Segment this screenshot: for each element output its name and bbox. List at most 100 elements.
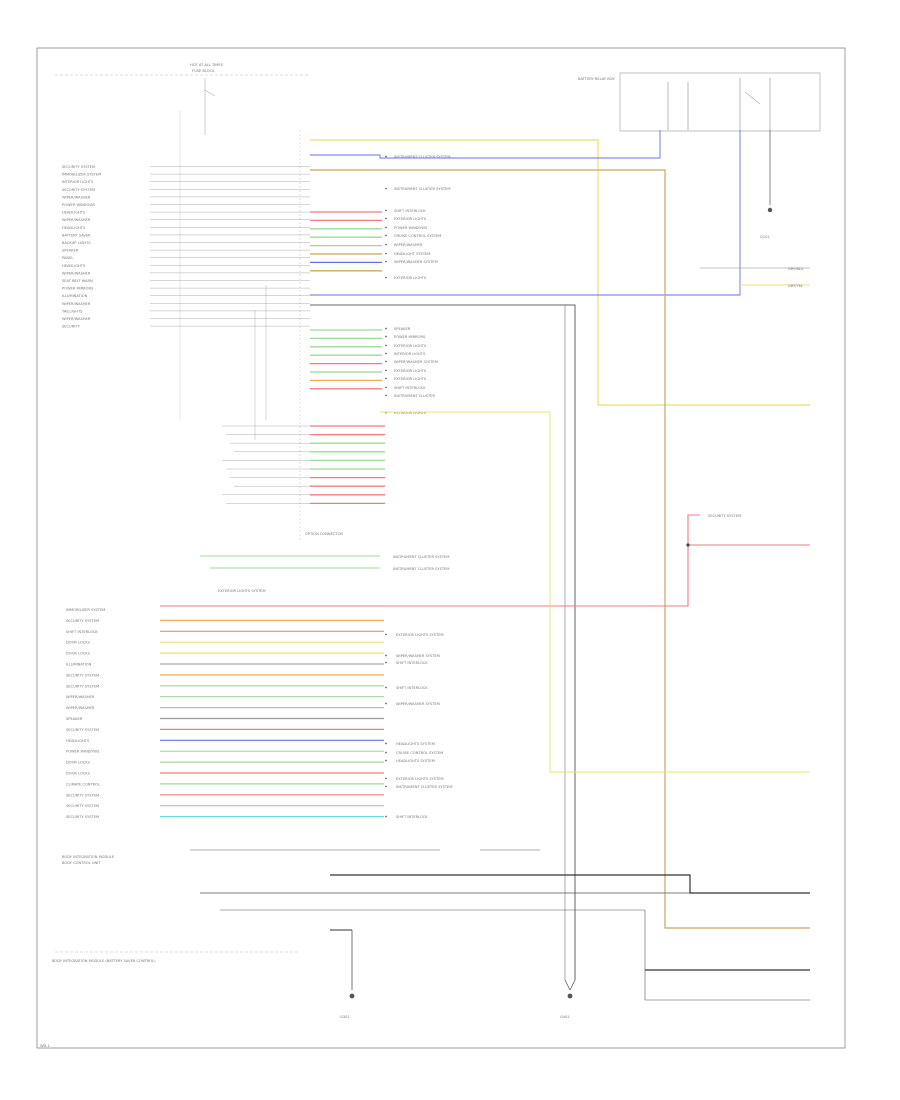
connector-dot xyxy=(385,654,387,657)
connector-dot xyxy=(385,394,387,397)
connector-dot xyxy=(385,360,387,363)
upper-left-label: WIPER/WASHER xyxy=(62,302,91,306)
connector-dot xyxy=(385,759,387,762)
lower-left-label: DOOR LOCKS xyxy=(66,761,91,765)
connector-dot xyxy=(385,742,387,745)
footer-note: BODY INTEGRATION MODULE (BATTERY SAVER C… xyxy=(52,959,156,963)
connector-dot xyxy=(385,785,387,788)
lower-left-label: DOOR LOCKS xyxy=(66,652,91,656)
lower-right-label: HEADLIGHTS SYSTEM xyxy=(396,759,435,763)
connector-dot xyxy=(385,327,387,330)
upper-left-label: SEAT BELT WARN xyxy=(62,279,93,283)
upper-left-label: SPEAKER xyxy=(62,249,79,253)
lower-left-label: WIPER/WASHER xyxy=(66,695,95,699)
upper-right-label: WIPER/WASHER SYSTEM xyxy=(394,260,438,264)
upper-left-label: HEADLIGHTS xyxy=(62,264,86,268)
lower-right-label: SHIFT INTERLOCK xyxy=(396,686,428,690)
wire-group xyxy=(150,155,387,818)
upper-left-label: POWER MIRRORS xyxy=(62,287,94,291)
upper-right-label: EXTERIOR LIGHTS xyxy=(394,217,427,221)
lower-right-labels: EXTERIOR LIGHTS SYSTEM WIPER/WASHER SYSTE… xyxy=(396,633,452,819)
hot-at-all-times-label: HOT AT ALL TIMES xyxy=(190,63,224,67)
lower-left-label: SECURITY SYSTEM xyxy=(66,619,99,623)
upper-right-label: POWER MIRRORS xyxy=(394,335,426,339)
fuse-block-label: FUSE BLOCK xyxy=(192,69,215,73)
connector-dot xyxy=(385,686,387,689)
diagram-frame xyxy=(36,47,846,1049)
lower-right-label: WIPER/WASHER SYSTEM xyxy=(396,702,440,706)
upper-right-label: EXTERIOR LIGHTS xyxy=(394,411,427,415)
yellow-wire-secondary xyxy=(380,411,810,773)
connector-dot xyxy=(385,260,387,263)
connector-dot xyxy=(385,276,387,279)
upper-right-label: EXTERIOR LIGHTS xyxy=(394,344,427,348)
upper-left-label: ILLUMINATION xyxy=(62,294,88,298)
connector-dot xyxy=(385,344,387,347)
yellow-wire-main xyxy=(310,139,810,406)
upper-left-label: SECURITY SYSTEM xyxy=(62,165,95,169)
connector-dot xyxy=(385,777,387,780)
connector-dot xyxy=(385,187,387,190)
connector-dot xyxy=(385,155,387,158)
upper-left-label: HEADLIGHTS xyxy=(62,211,86,215)
module-name: BODY INTEGRATION MODULE xyxy=(62,855,115,859)
upper-left-label: TAILLIGHTS xyxy=(61,309,83,313)
connector-dot xyxy=(385,386,387,389)
black-wire-1 xyxy=(330,874,810,894)
upper-right-label: CRUISE CONTROL SYSTEM xyxy=(394,234,441,238)
upper-left-label: IMMOBILIZER SYSTEM xyxy=(62,173,101,177)
svg-text:GRY/YEL: GRY/YEL xyxy=(788,284,803,288)
lower-right-label: HEADLIGHTS SYSTEM xyxy=(396,742,435,746)
upper-right-label: INTERIOR LIGHTS xyxy=(394,352,426,356)
gray-wire-ground xyxy=(310,304,576,980)
connector-dot xyxy=(385,751,387,754)
upper-left-label: WIPER/WASHER xyxy=(62,271,91,275)
lower-left-label: CLIMATE CONTROL xyxy=(66,782,100,786)
ground-label-1: G301 xyxy=(340,1015,350,1019)
lower-left-label: IMMOBILIZER SYSTEM xyxy=(66,608,105,612)
relay-box xyxy=(619,72,821,132)
upper-left-label: WIPER/WASHER xyxy=(62,218,91,222)
connector-dot xyxy=(385,702,387,705)
mid-right-label-1: INSTRUMENT CLUSTER SYSTEM xyxy=(393,555,449,559)
upper-right-label: SHIFT INTERLOCK xyxy=(394,209,426,213)
lower-right-label: SHIFT INTERLOCK xyxy=(396,815,428,819)
lower-left-label: SECURITY SYSTEM xyxy=(66,804,99,808)
upper-left-label: BATTERY SAVER xyxy=(62,233,91,237)
upper-right-label: INSTRUMENT CLUSTER xyxy=(394,394,435,398)
lower-left-label: DOOR LOCKS xyxy=(66,641,91,645)
lower-left-labels: IMMOBILIZER SYSTEM SECURITY SYSTEM SHIFT I… xyxy=(66,608,105,819)
lower-left-label: HEADLIGHTS xyxy=(66,739,90,743)
upper-left-label: WIPER/WASHER xyxy=(62,195,91,199)
lower-right-label: INSTRUMENT CLUSTER SYSTEM xyxy=(396,785,452,789)
blue-wire xyxy=(310,130,661,159)
lower-left-label: SECURITY SYSTEM xyxy=(66,815,99,819)
lower-left-label: POWER WINDOWS xyxy=(66,750,100,754)
upper-right-label: EXTERIOR LIGHTS xyxy=(394,369,427,373)
lower-left-label: SPEAKER xyxy=(66,717,83,721)
connector-dot xyxy=(385,377,387,380)
ground-label-right: G101 xyxy=(760,235,770,239)
lower-right-label: EXTERIOR LIGHTS SYSTEM xyxy=(396,633,444,637)
figure-code: WD-1 xyxy=(40,1044,50,1048)
exterior-lights-label: EXTERIOR LIGHTS SYSTEM xyxy=(218,589,266,593)
upper-left-label: SECURITY SYSTEM xyxy=(62,188,95,192)
connector-dot xyxy=(385,217,387,220)
lower-left-label: WIPER/WASHER xyxy=(66,706,95,710)
connector-dot xyxy=(385,661,387,664)
upper-right-label: EXTERIOR LIGHTS xyxy=(394,276,427,280)
ground-label-2: G401 xyxy=(560,1015,570,1019)
upper-left-label: PANEL xyxy=(62,256,73,260)
upper-left-label: WIPER/WASHER xyxy=(62,317,91,321)
upper-left-label: SECURITY xyxy=(62,325,80,329)
upper-right-label: SHIFT INTERLOCK xyxy=(394,386,426,390)
blue-wire-right xyxy=(310,130,741,296)
module-sublabel: BODY CONTROL UNIT xyxy=(62,861,101,865)
lower-right-label: CRUISE CONTROL SYSTEM xyxy=(396,751,443,755)
lower-right-label: SHIFT INTERLOCK xyxy=(396,661,428,665)
lower-left-label: SHIFT INTERLOCK xyxy=(66,630,98,634)
relay-box-label: BATTERY RELAY BOX xyxy=(578,77,615,81)
